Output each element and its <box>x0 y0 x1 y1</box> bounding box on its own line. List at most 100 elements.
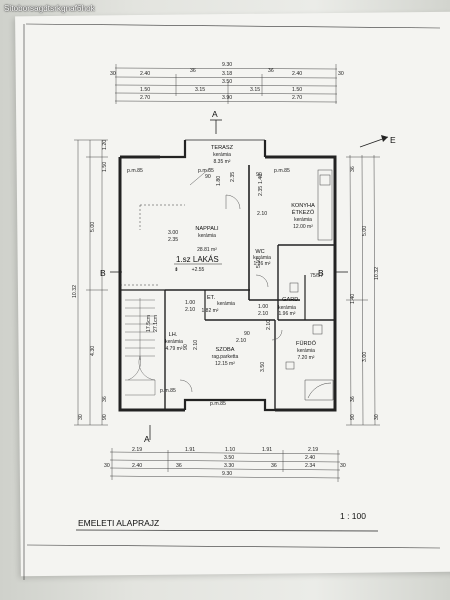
room-area: 1.96 m² <box>279 311 296 317</box>
left-dimension-chains <box>74 139 108 426</box>
dim-inner: p.m.85 <box>274 168 290 174</box>
room-name: FÜRDŐ <box>296 340 317 347</box>
dim-top: 3.15 <box>250 87 260 93</box>
dim-right: 36 <box>350 166 356 172</box>
room-name: GARD. <box>282 297 300 303</box>
room-name: NAPPALI <box>195 226 219 232</box>
dim-inner: 1.40 <box>258 174 264 184</box>
dim-bottom: 3.50 <box>224 455 234 461</box>
dim-inner: 75/57 <box>310 273 323 279</box>
unit-label: 1.sz LAKÁS +2.55 ⇟ <box>174 255 222 273</box>
room-name: TERASZ <box>211 145 234 151</box>
dim-top: 2.70 <box>140 95 150 101</box>
room-name: KONYHA <box>291 203 315 209</box>
room-area: 4.79 m² <box>166 346 183 352</box>
dim-bottom: 2.19 <box>132 447 142 453</box>
section-mark-a-top: A <box>212 109 218 119</box>
dim-top: 36 <box>268 68 274 74</box>
room-name-2: ÉTKEZŐ <box>292 209 315 216</box>
dim-top: 30 <box>110 71 116 77</box>
dim-top: 2.40 <box>292 71 302 77</box>
dim-bottom: 2.19 <box>308 447 318 453</box>
top-dimension-texts: 9.30 2.40 3.18 2.40 36 36 30 30 1.50 3.5… <box>110 62 344 101</box>
room-area: 1.26 m² <box>254 261 271 267</box>
dim-top: 1.50 <box>292 87 302 93</box>
dim-inner: 3.00 <box>168 230 178 236</box>
room-area: 12.15 m² <box>215 361 235 367</box>
room-name: ET. <box>207 295 216 301</box>
dim-inner: 1.00 <box>185 300 195 306</box>
top-dimension-chains <box>114 64 338 104</box>
room-area: 1.82 m² <box>202 308 219 314</box>
kitchen-counter <box>317 169 333 241</box>
dim-inner: 3.50 <box>260 362 266 372</box>
dim-inner: 1.00 <box>258 304 268 310</box>
dim-bottom-total: 9.30 <box>222 471 232 477</box>
dashed-lines <box>120 204 185 286</box>
dim-inner: 90 <box>244 331 250 337</box>
dim-right: 5.00 <box>362 226 368 236</box>
room-material: kerámia <box>213 152 231 158</box>
section-mark-b-left: B <box>100 268 106 278</box>
level-marker-icon: ⇟ <box>174 266 179 273</box>
dim-right: 90 <box>350 414 356 420</box>
dim-bottom: 1.10 <box>225 447 235 453</box>
bathtub <box>285 282 334 401</box>
plan-title: EMELETI ALAPRAJZ <box>78 518 159 528</box>
dim-top: 2.70 <box>292 95 302 101</box>
dim-left: 36 <box>102 396 108 402</box>
dim-bottom: 2.40 <box>305 455 315 461</box>
section-line-b: B B <box>100 268 348 278</box>
dim-bottom: 3.30 <box>224 463 234 469</box>
unit-label-text: 1.sz LAKÁS <box>176 255 219 264</box>
dim-inner: 2.35 <box>258 186 264 196</box>
room-area: 28.81 m² <box>197 247 217 253</box>
dim-right: 10.32 <box>374 267 380 280</box>
room-area: 12.00 m² <box>293 224 313 230</box>
right-dimension-texts: 36 5.00 1.40 10.32 3.00 36 90 30 <box>350 166 380 420</box>
dim-inner: p.m.85 <box>198 168 214 174</box>
dim-inner: 2.35 <box>168 237 178 243</box>
dim-bottom: 1.91 <box>185 447 195 453</box>
room-material: kerámia <box>165 339 183 345</box>
dim-inner: p.m.85 <box>210 401 226 407</box>
staircase <box>125 298 156 396</box>
north-arrow-icon: E <box>359 135 396 148</box>
dim-right: 30 <box>374 414 380 420</box>
room-labels: TERASZ kerámia 8.35 m² KONYHA ÉTKEZŐ ker… <box>165 145 316 367</box>
inner-dimension-texts: p.m.85 90 1.80 2.35 1.40 2.35 90 2.10 3.… <box>127 168 323 407</box>
dim-inner: 2.10 <box>236 338 246 344</box>
dim-inner: 2.10 <box>185 307 195 313</box>
dim-top: 36 <box>190 68 196 74</box>
bottom-dimension-chains <box>109 448 341 482</box>
right-dimension-chains <box>346 154 380 426</box>
dim-inner: 2.10 <box>193 340 199 350</box>
dim-top: 3.90 <box>222 95 232 101</box>
title-block: EMELETI ALAPRAJZ 1 : 100 <box>75 511 379 532</box>
dim-top: 2.40 <box>140 71 150 77</box>
dim-top: 3.50 <box>222 79 232 85</box>
dim-inner: p.m.85 <box>127 168 143 174</box>
section-mark-a-bottom: A <box>144 434 150 444</box>
dim-right: 1.40 <box>350 294 356 304</box>
section-line-a: A A <box>144 109 222 444</box>
room-name: SZOBA <box>216 347 235 353</box>
dim-bottom: 30 <box>104 463 110 469</box>
plan-scale: 1 : 100 <box>340 511 366 521</box>
dim-top: 3.18 <box>222 71 232 77</box>
room-name: LH. <box>169 332 178 338</box>
left-dimension-texts: 1.20 1.50 5.00 10.32 4.30 36 90 30 <box>72 140 108 420</box>
room-material: kerámia <box>198 233 216 239</box>
room-material: kerámia <box>217 301 235 307</box>
bottom-dimension-texts: 2.19 1.91 1.10 1.91 2.19 2.40 3.50 2.40 … <box>104 447 346 477</box>
room-material: rag.parketta <box>212 354 239 360</box>
frame-bottom <box>26 544 441 549</box>
walls <box>118 139 337 412</box>
dim-right: 36 <box>350 396 356 402</box>
dim-inner: 90 <box>205 174 211 180</box>
dim-left: 1.20 <box>102 140 108 150</box>
dim-left: 90 <box>102 414 108 420</box>
dim-bottom: 2.34 <box>305 463 315 469</box>
dim-bottom: 36 <box>176 463 182 469</box>
